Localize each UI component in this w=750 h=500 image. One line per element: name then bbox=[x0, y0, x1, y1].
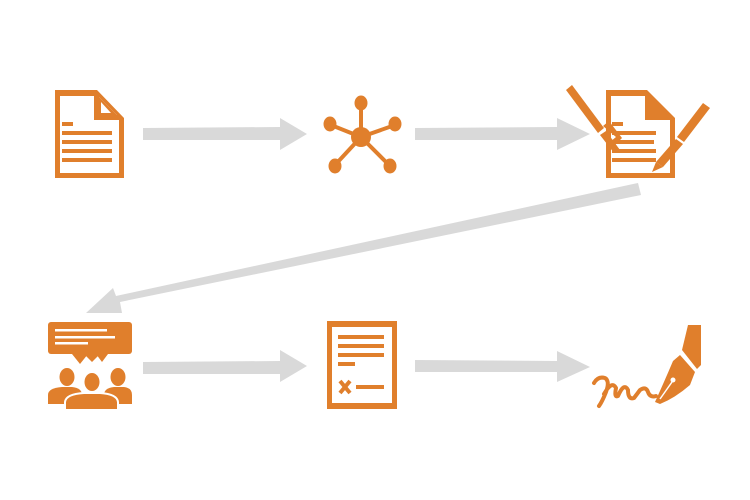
network-icon bbox=[323, 95, 402, 174]
group-discussion-icon bbox=[48, 322, 132, 411]
pen-left-icon bbox=[566, 85, 622, 153]
document-icon bbox=[55, 90, 124, 178]
fountain-pen-signature-icon bbox=[592, 325, 701, 408]
arrow-discussion-to-contract bbox=[143, 350, 307, 382]
arrows bbox=[86, 118, 641, 382]
arrow-contract-to-signature bbox=[415, 351, 590, 382]
arrow-network-to-review bbox=[415, 118, 590, 150]
arrow-review-to-discussion bbox=[86, 183, 641, 313]
document-edit-pens-icon bbox=[566, 85, 710, 178]
pen-right-icon bbox=[652, 103, 710, 172]
arrow-document-to-network bbox=[143, 118, 307, 150]
contract-icon bbox=[327, 321, 397, 409]
